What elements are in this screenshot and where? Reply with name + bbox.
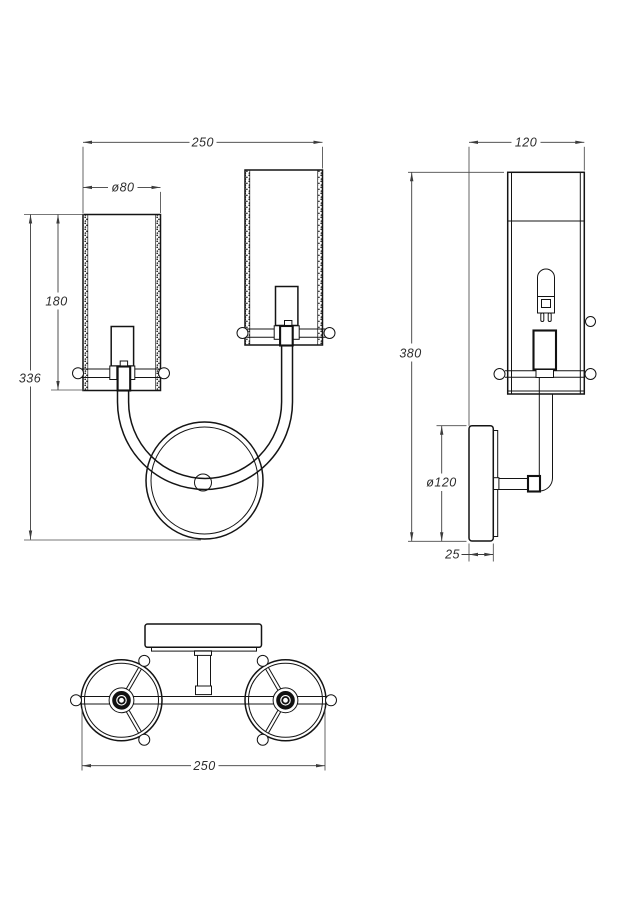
side-wall-plate	[468, 424, 500, 542]
arm-elbow	[526, 474, 542, 493]
side-upper-knob	[585, 316, 596, 327]
side-view: 120 380 ø120 25	[399, 136, 597, 562]
top-left-shade	[70, 654, 163, 746]
top-view: 250	[70, 623, 337, 773]
left-wheel-knob-se	[138, 733, 151, 746]
side-knob-back	[584, 368, 597, 380]
top-wall-plate	[144, 623, 263, 696]
front-curved-arm	[116, 345, 294, 491]
dim-front-width: 250	[82, 136, 323, 213]
right-spoke-upper	[265, 667, 282, 692]
side-knob-front	[493, 368, 506, 380]
top-stem-collar	[195, 685, 212, 696]
top-right-shade	[244, 654, 337, 746]
left-shade-knob-left	[72, 367, 84, 380]
front-wall-plate	[145, 421, 264, 540]
dim-front-shade-height-label: 180	[45, 294, 67, 308]
right-shade-knob-right	[323, 327, 336, 339]
dim-front-shade-diameter-label: ø80	[111, 181, 134, 195]
right-spoke-lower	[265, 709, 282, 734]
right-wheel-knob-nw	[256, 654, 269, 667]
front-view: 250 ø80 180 336	[19, 136, 336, 541]
dim-side-height-label: 380	[399, 346, 421, 360]
right-wheel-knob-east	[325, 694, 337, 707]
left-socket-sleeve	[110, 325, 135, 367]
right-wheel-knob-sw	[256, 733, 269, 746]
front-right-shade	[236, 169, 336, 347]
left-wheel-knob-west	[70, 694, 82, 707]
dim-top-width-label: 250	[192, 759, 215, 773]
dim-front-shade-diameter: ø80	[83, 181, 161, 213]
dim-side-depth: 120	[469, 136, 585, 171]
dim-front-total-height-label: 336	[19, 372, 41, 386]
side-arm	[499, 377, 553, 493]
dim-front-shade-height: 180	[24, 214, 84, 391]
left-spoke-lower	[125, 709, 142, 734]
side-socket-sleeve	[532, 329, 558, 371]
bulb-pin-right	[547, 312, 552, 322]
dim-side-height: 380	[399, 171, 504, 542]
left-wheel-knob-ne	[138, 654, 151, 667]
left-socket-stem	[116, 365, 132, 392]
left-shade-knob-right	[158, 367, 170, 380]
dim-side-depth-label: 120	[515, 136, 537, 150]
left-spoke-upper	[125, 667, 142, 692]
g9-bulb	[537, 268, 555, 322]
right-socket-stem	[279, 324, 294, 347]
side-shade	[506, 171, 586, 395]
dim-side-plate-thickness: 25	[444, 543, 494, 562]
front-left-shade	[72, 213, 170, 392]
dim-side-plate-thickness-label: 25	[444, 548, 460, 562]
dim-top-width: 250	[81, 708, 326, 773]
right-socket-sleeve	[274, 285, 299, 327]
side-socket	[493, 316, 597, 380]
bulb-filament	[541, 299, 551, 308]
dim-front-total-height: 336	[19, 214, 201, 541]
dim-side-plate-diameter-label: ø120	[426, 476, 457, 490]
dim-front-width-label: 250	[191, 136, 214, 150]
dim-side-plate-diameter: ø120	[408, 425, 467, 542]
right-shade-knob-left	[236, 327, 249, 339]
bulb-pin-left	[540, 312, 545, 322]
